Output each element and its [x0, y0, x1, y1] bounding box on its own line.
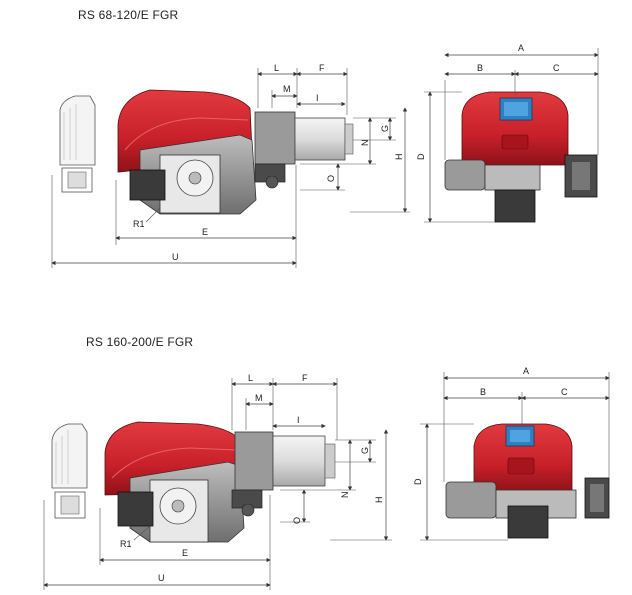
bottom-front-dim-B: B [480, 387, 486, 397]
top-dim-H: H [394, 154, 404, 161]
bottom-dim-M: M [255, 393, 263, 403]
bottom-head [234, 431, 274, 491]
top-dim-M: M [283, 84, 291, 94]
bottom-side-view-burner [51, 421, 336, 543]
top-front-dimensions: A B C D [416, 43, 599, 223]
bottom-dim-E: E [182, 548, 188, 558]
top-motor [129, 169, 166, 201]
bottom-dim-O: O [292, 517, 302, 524]
top-blast-tube [294, 117, 346, 161]
bottom-side-dimensions: L F M I G N H O E U R1 [43, 373, 392, 590]
bottom-front-dimensions: A B C D [413, 366, 610, 541]
bottom-dim-I: I [297, 415, 300, 425]
bottom-dim-N: N [340, 492, 350, 499]
top-dim-U: U [172, 252, 179, 262]
bottom-dim-H: H [374, 497, 384, 504]
bottom-motor [117, 491, 154, 527]
top-side-dimensions: L F M I G N H O E U R1 [51, 63, 410, 268]
bottom-dim-R1: R1 [120, 539, 132, 549]
bottom-front-motor-left [445, 481, 497, 519]
top-ghost-housing [59, 95, 96, 193]
top-dim-N: N [360, 140, 370, 147]
top-front-dim-B: B [477, 63, 483, 73]
bottom-ghost-housing [51, 423, 88, 519]
top-dim-E: E [202, 227, 208, 237]
top-dim-L: L [274, 63, 279, 73]
top-front-motor-left [444, 159, 486, 191]
diagram-title-top: RS 68-120/E FGR [78, 8, 179, 22]
bottom-blast-tube [272, 435, 326, 487]
top-front-view-burner [444, 91, 598, 223]
bottom-front-dim-A: A [523, 366, 529, 376]
top-head [254, 111, 296, 165]
top-dim-F: F [319, 63, 325, 73]
top-dim-O: O [326, 175, 336, 182]
top-dim-G: G [380, 125, 390, 132]
top-side-view-burner [59, 89, 354, 215]
bottom-front-dim-C: C [561, 387, 568, 397]
bottom-front-dim-D: D [413, 478, 423, 485]
top-dim-I: I [316, 93, 319, 103]
top-dim-R1: R1 [133, 219, 145, 229]
bottom-dim-G: G [360, 447, 370, 454]
bottom-front-view-burner [445, 423, 610, 539]
top-front-dim-D: D [416, 153, 426, 160]
top-front-dim-C: C [553, 63, 560, 73]
bottom-dim-U: U [158, 573, 165, 583]
top-front-red-housing [461, 91, 569, 166]
bottom-dim-L: L [248, 373, 253, 383]
top-front-dim-A: A [518, 43, 524, 53]
bottom-dim-F: F [302, 373, 308, 383]
diagram-title-bottom: RS 160-200/E FGR [86, 335, 194, 349]
